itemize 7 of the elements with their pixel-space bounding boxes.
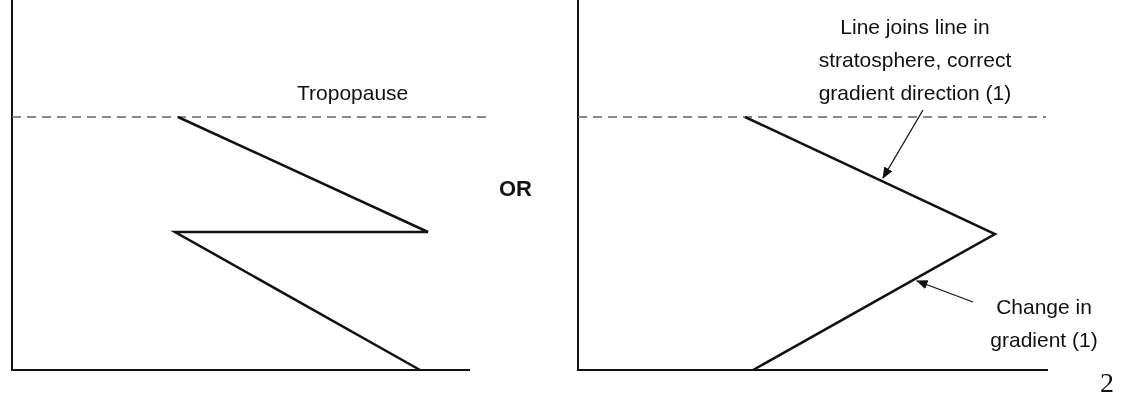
- leader-line: [915, 280, 974, 303]
- annotation-text: Change in gradient (1): [962, 290, 1126, 356]
- axis-label: Tropopause: [297, 80, 409, 106]
- leader-line: [882, 109, 924, 179]
- annotation-text: Line joins line in stratosphere, correct gradient direction (1): [790, 10, 1040, 109]
- page-number: 2: [1100, 366, 1114, 399]
- or-label: OR: [499, 175, 532, 203]
